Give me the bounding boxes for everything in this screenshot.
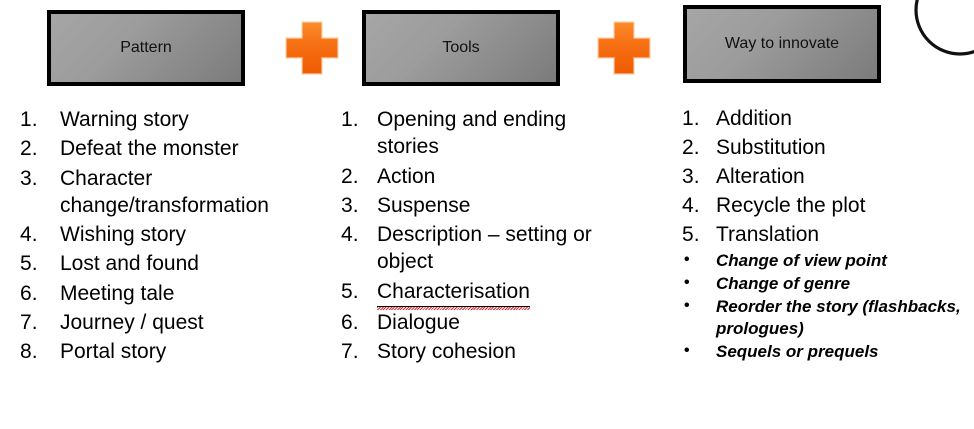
pattern-list: Warning story Defeat the monster Charact… (16, 106, 326, 366)
list-item[interactable]: Wishing story (16, 221, 326, 249)
list-item-label: Translation (716, 222, 820, 246)
list-item-label: Portal story (60, 340, 167, 364)
header-box-pattern[interactable]: Pattern (47, 10, 245, 86)
sub-list-item[interactable]: Change of genre (678, 272, 968, 296)
list-item-label: Addition (716, 107, 792, 130)
tools-list: Opening and ending stories Action Suspen… (337, 106, 627, 366)
list-item-label: Defeat the monster (60, 137, 239, 161)
header-box-way-to-innovate-label: Way to innovate (724, 34, 840, 52)
list-item-label: Recycle the plot (716, 193, 866, 217)
sub-list-item[interactable]: Reorder the story (flashbacks, prologues… (678, 295, 968, 341)
plus-icon (285, 21, 339, 75)
list-item-label: Meeting tale (60, 281, 175, 305)
list-column-way-to-innovate: Addition Substitution Alteration Recycle… (678, 106, 968, 363)
list-item[interactable]: Dialogue (337, 309, 627, 337)
sub-list-item-label: Sequels or prequels (716, 341, 879, 361)
header-box-tools-label: Tools (442, 38, 480, 56)
list-column-pattern: Warning story Defeat the monster Charact… (16, 106, 326, 368)
list-item[interactable]: Recycle the plot (678, 193, 968, 220)
header-box-pattern-label: Pattern (120, 38, 172, 56)
list-item[interactable]: Opening and ending stories (337, 106, 627, 161)
list-item-misspelled[interactable]: Characterisation (337, 278, 627, 311)
innovate-list: Addition Substitution Alteration Recycle… (678, 106, 968, 248)
list-item-label: Alteration (716, 164, 805, 188)
list-item[interactable]: Warning story (16, 106, 326, 134)
list-item-label: Opening and ending stories (377, 108, 567, 159)
spellcheck-underline: Characterisation (377, 278, 530, 311)
sub-list-item-label: Change of view point (716, 251, 887, 271)
circular-stamp-arc-icon (912, 0, 974, 58)
list-item-label: Substitution (716, 135, 826, 159)
plus-icon (597, 21, 651, 75)
list-item-label: Suspense (377, 193, 471, 217)
list-item-label: Description – setting or object (377, 223, 592, 274)
list-item[interactable]: Alteration (678, 164, 968, 191)
header-box-way-to-innovate[interactable]: Way to innovate (683, 5, 881, 83)
list-item-label: Warning story (60, 108, 189, 131)
sub-list-item-label: Change of genre (716, 273, 851, 293)
list-item[interactable]: Action (337, 163, 627, 191)
list-item[interactable]: Substitution (678, 135, 968, 162)
header-box-tools[interactable]: Tools (362, 10, 560, 86)
list-item[interactable]: Journey / quest (16, 309, 326, 337)
list-item[interactable]: Suspense (337, 192, 627, 220)
list-item[interactable]: Portal story (16, 338, 326, 366)
list-item-label: Lost and found (60, 252, 199, 276)
list-item[interactable]: Translation (678, 222, 968, 249)
list-item[interactable]: Story cohesion (337, 338, 627, 366)
sub-list-item[interactable]: Sequels or prequels (678, 340, 968, 364)
list-item[interactable]: Character change/transformation (16, 165, 326, 220)
list-item[interactable]: Lost and found (16, 250, 326, 278)
sub-list-item-label: Reorder the story (flashbacks, prologues… (716, 296, 961, 339)
list-item-label: Dialogue (377, 311, 460, 335)
list-item[interactable]: Description – setting or object (337, 221, 627, 276)
list-item[interactable]: Defeat the monster (16, 135, 326, 163)
list-item-label: Story cohesion (377, 340, 516, 364)
list-item[interactable]: Meeting tale (16, 280, 326, 308)
list-item-label: Action (377, 164, 436, 188)
list-item[interactable]: Addition (678, 106, 968, 133)
list-item-label: Wishing story (60, 223, 187, 247)
list-item-label: Character change/transformation (60, 166, 269, 217)
sub-list-item[interactable]: Change of view point (678, 249, 968, 273)
innovate-sub-list: Change of view point Change of genre Reo… (678, 249, 968, 364)
list-item-label: Journey / quest (60, 311, 204, 335)
list-column-tools: Opening and ending stories Action Suspen… (337, 106, 627, 368)
